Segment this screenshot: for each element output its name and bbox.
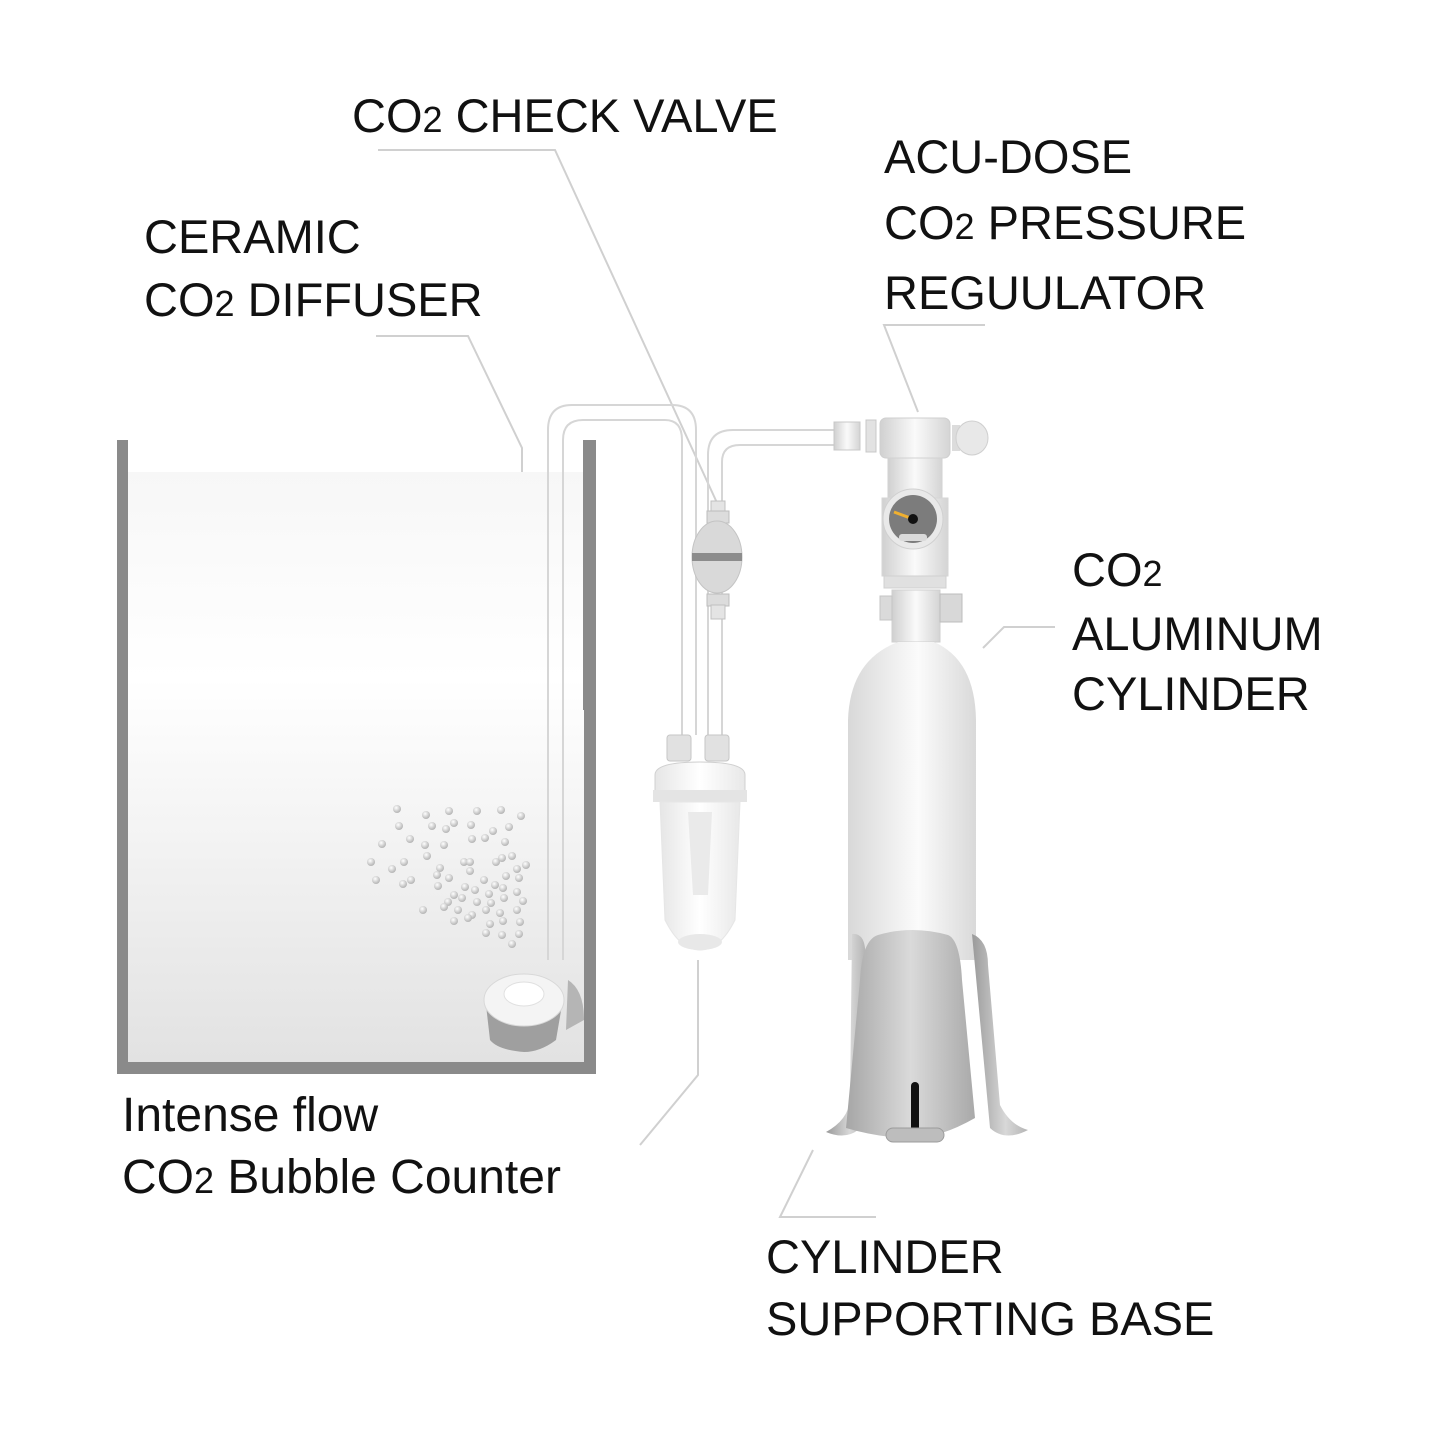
label-aluminum-cylinder: CO2 ALUMINUM CYLINDER bbox=[1072, 540, 1323, 724]
label-bubble-counter: Intense flow CO2 Bubble Counter bbox=[122, 1085, 561, 1212]
bubble-counter bbox=[653, 734, 747, 951]
label-line: Intense flow bbox=[122, 1089, 379, 1142]
label-line: REGUULATOR bbox=[884, 266, 1207, 319]
label-line: SUPPORTING BASE bbox=[766, 1292, 1215, 1345]
leader-bubble-counter bbox=[639, 960, 699, 1146]
label-pressure-regulator: ACU-DOSE CO2 PRESSURE REGUULATOR bbox=[884, 124, 1246, 326]
ceramic-co2-diffuser bbox=[483, 973, 584, 1052]
label-line: CO2 PRESSURE bbox=[884, 196, 1247, 249]
label-supporting-base: CYLINDER SUPPORTING BASE bbox=[766, 1226, 1214, 1350]
leader-regulator bbox=[882, 324, 985, 413]
leader-check-valve bbox=[378, 149, 719, 506]
label-line: CO2 CHECK VALVE bbox=[352, 89, 778, 142]
label-line: CO2 bbox=[1072, 543, 1163, 596]
label-line: CYLINDER bbox=[766, 1230, 1004, 1283]
co2-check-valve bbox=[691, 500, 743, 620]
label-co2-check-valve: CO2 CHECK VALVE bbox=[352, 84, 778, 152]
label-line: CO2 DIFFUSER bbox=[144, 273, 483, 326]
label-line: CYLINDER bbox=[1072, 667, 1310, 720]
pressure-regulator bbox=[833, 417, 989, 643]
leader-cylinder bbox=[982, 626, 1055, 649]
cylinder-supporting-base bbox=[826, 930, 1028, 1143]
label-line: CERAMIC bbox=[144, 210, 361, 263]
label-line: ACU-DOSE bbox=[884, 130, 1133, 183]
co2-tubing bbox=[547, 404, 834, 960]
aluminum-cylinder bbox=[848, 642, 976, 960]
label-line: CO2 Bubble Counter bbox=[122, 1151, 561, 1204]
label-line: ALUMINUM bbox=[1072, 607, 1323, 660]
leader-base bbox=[778, 1149, 876, 1218]
label-ceramic-diffuser: CERAMIC CO2 DIFFUSER bbox=[144, 205, 483, 335]
co2-bubbles bbox=[367, 805, 530, 948]
pressure-gauge bbox=[882, 488, 944, 550]
